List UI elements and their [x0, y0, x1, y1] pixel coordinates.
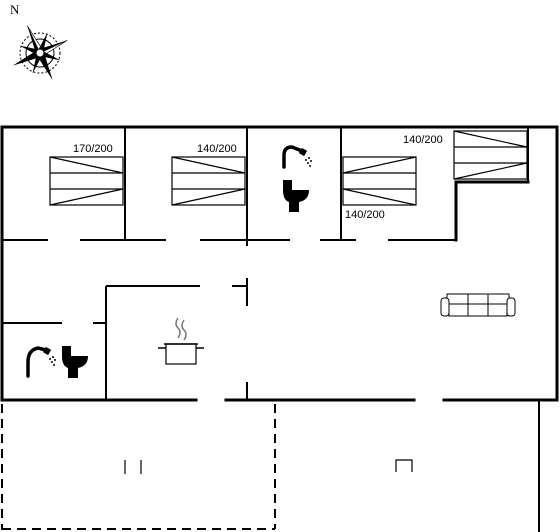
bed — [453, 130, 528, 180]
toilet-icon — [283, 180, 309, 212]
shower-icon — [282, 145, 312, 169]
bed-size-label: 140/200 — [403, 134, 443, 146]
compass-north-label: N — [10, 2, 20, 17]
shower-icon — [26, 346, 56, 378]
cooking-pot-icon — [158, 317, 204, 365]
bed-size-label: 170/200 — [73, 143, 113, 155]
terrace-post-marks — [124, 460, 142, 474]
terrace-fixture-mark — [395, 459, 413, 472]
bed — [342, 156, 417, 206]
interior-walls — [1, 127, 456, 400]
compass-icon: N — [10, 2, 68, 81]
terrace-outline — [1, 400, 540, 532]
bed — [171, 156, 246, 206]
sofa-icon — [440, 293, 516, 317]
toilet-icon — [62, 346, 88, 378]
bed — [49, 156, 124, 206]
bed-size-label: 140/200 — [197, 143, 237, 155]
bed-size-label: 140/200 — [345, 209, 385, 221]
